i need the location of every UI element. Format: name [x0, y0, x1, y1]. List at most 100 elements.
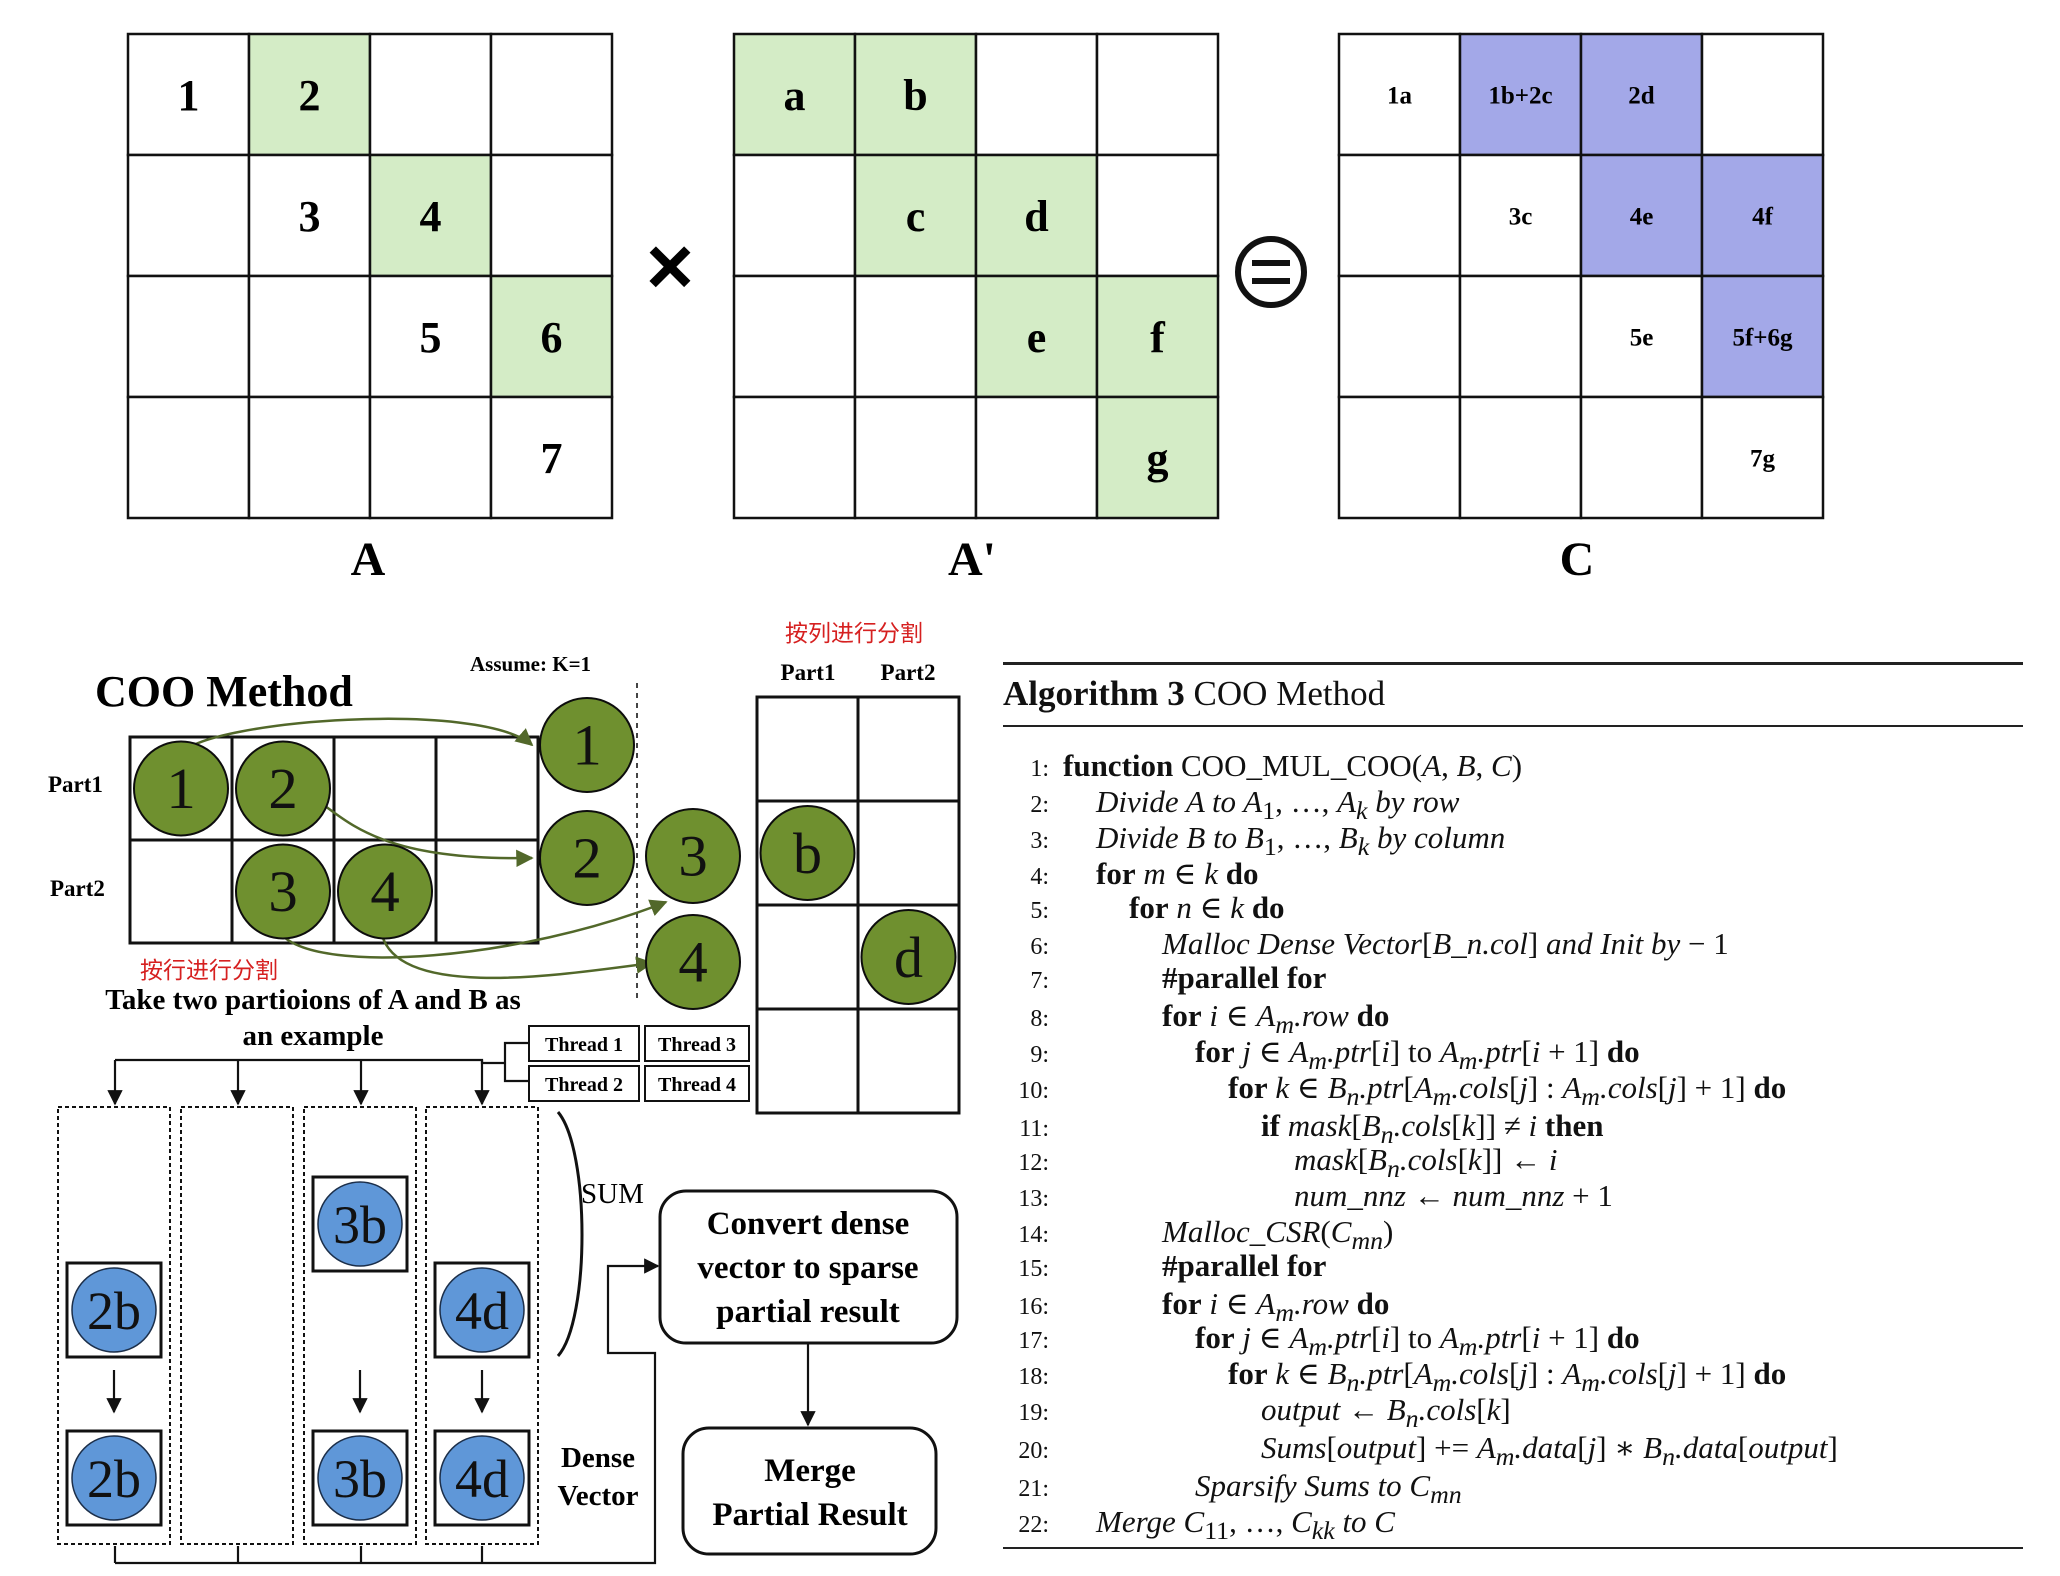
green-node [133, 740, 229, 837]
matrix-cell [1700, 274, 1825, 399]
algo-title-number: Algorithm 3 [1003, 674, 1185, 713]
matrix-cell-value: 2d [1628, 82, 1655, 109]
matrix-cell [126, 32, 251, 157]
matrix-cell [247, 153, 372, 278]
algo-line-code: #parallel for [1162, 1248, 1327, 1283]
matrix-cell-value: 1b+2c [1488, 82, 1552, 109]
matrix-cell [126, 153, 251, 278]
matrix-cell-value: 2 [299, 71, 321, 120]
algo-line: 7: #parallel for [1003, 960, 1327, 995]
matrix-cell-value: c [906, 192, 926, 241]
thread-3-label: Thread 3 [658, 1034, 736, 1056]
algo-line: 11:if mask[Bn.cols[k]] ≠ i then [1003, 1108, 1603, 1149]
blue-node-label: 2b [87, 1449, 141, 1509]
algo-line-number: 22: [1018, 1512, 1049, 1538]
dense-label-line1: Dense [561, 1442, 635, 1474]
matrix-cell [1095, 32, 1220, 157]
equals-icon [1235, 236, 1307, 308]
green-node-label: 4 [370, 859, 399, 924]
algo-line: 16:for i ∈ Am.row do [1003, 1286, 1389, 1327]
matrix-cell [732, 32, 857, 157]
algo-line-code: for n ∈ k do [1129, 890, 1285, 925]
dense-vector-column [57, 1106, 171, 1545]
algo-line-code: Merge C11, …, Ckk to C [1096, 1504, 1395, 1546]
matrix-cell [247, 395, 372, 520]
coo-title: COO Method [95, 667, 353, 716]
matrix-cell-value: e [1027, 313, 1047, 362]
thread-2-label: Thread 2 [545, 1074, 623, 1096]
matrix-cell-value: a [784, 71, 806, 120]
algo-line-number: 2: [1030, 792, 1049, 818]
blue-node [439, 1435, 525, 1521]
algo-line-code: Malloc Dense Vector[B_n.col] and Init by… [1162, 926, 1729, 961]
algo-line-code: for k ∈ Bn.ptr[Am.cols[j] : Am.cols[j] +… [1228, 1070, 1787, 1112]
green-node-label: 4 [678, 930, 707, 995]
thread-4-label: Thread 4 [658, 1074, 736, 1096]
algo-line-number: 17: [1018, 1328, 1049, 1354]
coo-b-grid: bd [755, 695, 961, 1115]
algo-line-code: function COO_MUL_COO(A, B, C) [1063, 748, 1523, 783]
algo-line-number: 20: [1018, 1438, 1049, 1464]
algo-line-code: #parallel for [1162, 960, 1327, 995]
algo-line-number: 18: [1018, 1364, 1049, 1390]
green-node [337, 843, 433, 940]
blue-node-label: 4d [455, 1281, 509, 1341]
algo-line: 10:for k ∈ Bn.ptr[Am.cols[j] : Am.cols[j… [1003, 1070, 1786, 1111]
col-header-part1: Part1 [781, 660, 836, 685]
algo-line-code: for j ∈ Am.ptr[i] to Am.ptr[i + 1] do [1195, 1320, 1640, 1362]
example-text-line1: Take two partioions of A and B as [105, 984, 521, 1016]
dense-label-line2: Vector [557, 1480, 638, 1512]
matrix-cell [853, 32, 978, 157]
blue-node-label: 2b [87, 1281, 141, 1341]
matrix-cell [853, 274, 978, 399]
matrix-cell [126, 274, 251, 399]
algo-line: 8:for i ∈ Am.row do [1003, 998, 1389, 1039]
algo-line-code: mask[Bn.cols[k]] ← i [1294, 1142, 1558, 1184]
matrix-cell-value: b [903, 71, 927, 120]
matrix-cell [1579, 274, 1704, 399]
merge-box: Merge Partial Result [681, 1426, 938, 1556]
algo-line-code: for m ∈ k do [1096, 856, 1259, 891]
algo-line: 9:for j ∈ Am.ptr[i] to Am.ptr[i + 1] do [1003, 1034, 1639, 1075]
algo-line-number: 14: [1018, 1222, 1049, 1248]
blue-node-label: 3b [333, 1449, 387, 1509]
algo-line-code: for i ∈ Am.row do [1162, 998, 1390, 1040]
algo-line-code: output ← Bn.cols[k] [1261, 1392, 1511, 1434]
blue-node-label: 4d [455, 1449, 509, 1509]
green-node-label: d [894, 925, 923, 990]
matrix-cell [974, 153, 1099, 278]
matrix-cell [1700, 32, 1825, 157]
matrix-cell [1579, 395, 1704, 520]
algo-line-code: Divide A to A1, …, Ak by row [1096, 784, 1460, 826]
algo-line-number: 7: [1030, 968, 1049, 994]
algo-line: 19:output ← Bn.cols[k] [1003, 1392, 1510, 1433]
matrix-cell [1095, 274, 1220, 399]
matrix-a-prime-label: A' [948, 533, 996, 586]
algo-line-code: num_nnz ← num_nnz + 1 [1294, 1178, 1613, 1213]
blue-node-label: 3b [333, 1195, 387, 1255]
algo-title-rule [1003, 725, 2023, 727]
algo-line: 15:#parallel for [1003, 1248, 1327, 1283]
algo-line: 6:Malloc Dense Vector[B_n.col] and Init … [1003, 926, 1729, 961]
collector-arrows [113, 1258, 816, 1565]
matrix-cell [1095, 395, 1220, 520]
matrix-cell [247, 274, 372, 399]
algo-line: 18:for k ∈ Bn.ptr[Am.cols[j] : Am.cols[j… [1003, 1356, 1786, 1397]
green-node-label: b [793, 821, 822, 886]
matrix-cell-value: 7g [1750, 445, 1776, 472]
coo-a-cell [128, 838, 234, 945]
col-header-part2: Part2 [881, 660, 936, 685]
green-node [235, 740, 331, 837]
matrix-cell-value: 3c [1509, 203, 1533, 230]
matrix-cell [1579, 32, 1704, 157]
thread-1-label: Thread 1 [545, 1034, 623, 1056]
algo-line-number: 4: [1030, 864, 1049, 890]
matrix-cell [1458, 395, 1583, 520]
matrix-cell-value: 4e [1630, 203, 1654, 230]
green-node [539, 697, 635, 793]
matrix-cell-value: 5e [1630, 324, 1654, 351]
blue-node [71, 1435, 157, 1521]
matrix-cell-value: 1a [1387, 82, 1413, 109]
